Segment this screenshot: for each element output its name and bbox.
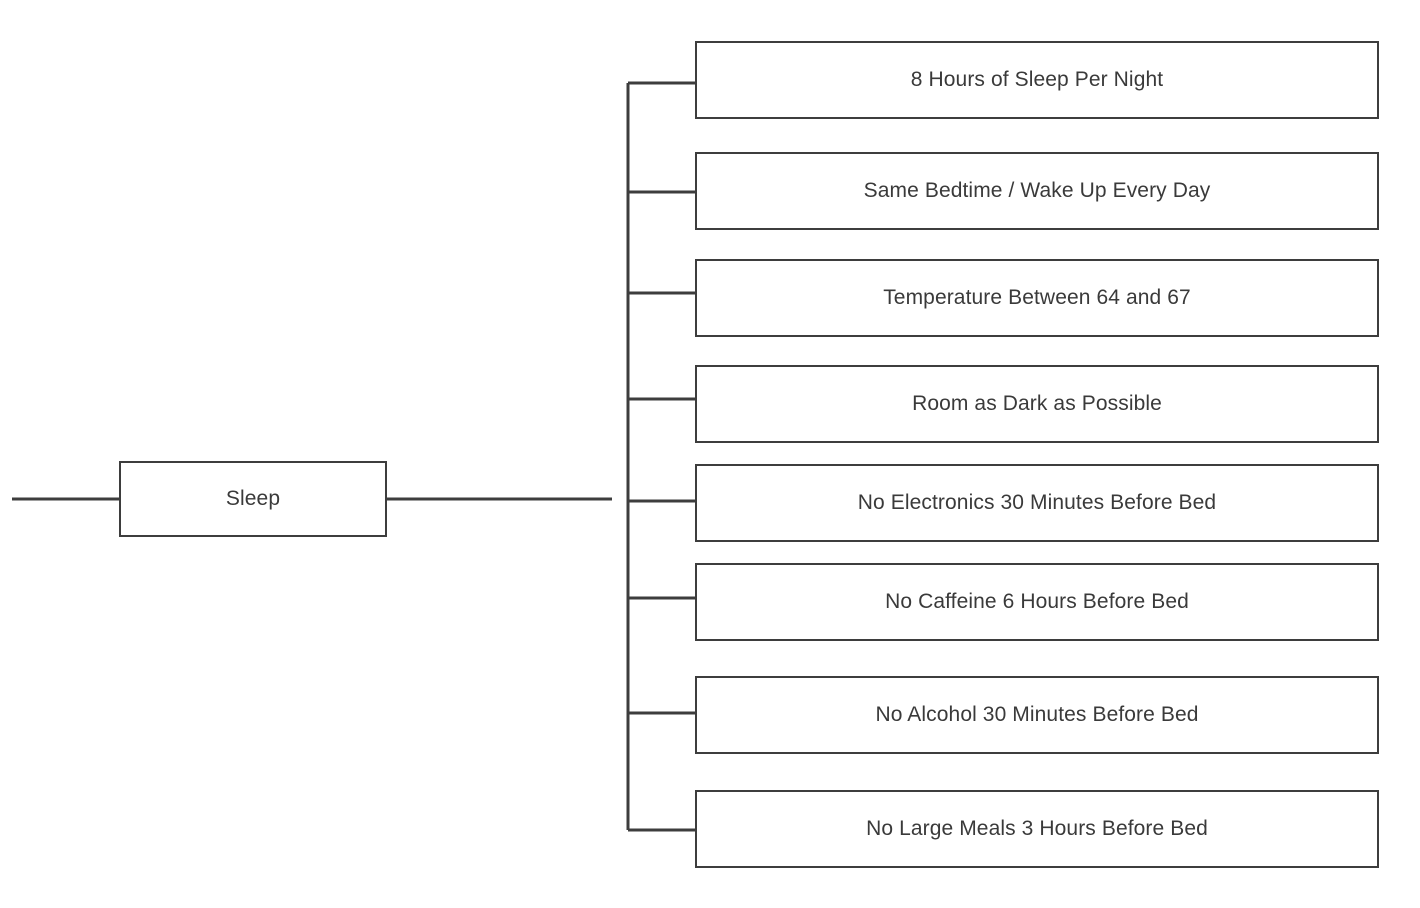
node-root-sleep[interactable]: Sleep bbox=[119, 461, 387, 537]
node-child-1-label: 8 Hours of Sleep Per Night bbox=[910, 68, 1164, 92]
node-child-7-label: No Alcohol 30 Minutes Before Bed bbox=[875, 703, 1199, 727]
node-child-6-label: No Caffeine 6 Hours Before Bed bbox=[885, 590, 1189, 614]
node-child-6[interactable]: No Caffeine 6 Hours Before Bed bbox=[695, 563, 1379, 641]
node-child-5-label: No Electronics 30 Minutes Before Bed bbox=[857, 491, 1217, 515]
node-child-2-label: Same Bedtime / Wake Up Every Day bbox=[863, 179, 1211, 203]
node-child-2[interactable]: Same Bedtime / Wake Up Every Day bbox=[695, 152, 1379, 230]
node-child-3-label: Temperature Between 64 and 67 bbox=[883, 286, 1191, 310]
node-child-8[interactable]: No Large Meals 3 Hours Before Bed bbox=[695, 790, 1379, 868]
node-root-label: Sleep bbox=[225, 487, 281, 511]
node-child-1[interactable]: 8 Hours of Sleep Per Night bbox=[695, 41, 1379, 119]
node-child-4-label: Room as Dark as Possible bbox=[912, 392, 1162, 416]
node-child-7[interactable]: No Alcohol 30 Minutes Before Bed bbox=[695, 676, 1379, 754]
node-child-5[interactable]: No Electronics 30 Minutes Before Bed bbox=[695, 464, 1379, 542]
node-child-3[interactable]: Temperature Between 64 and 67 bbox=[695, 259, 1379, 337]
node-child-4[interactable]: Room as Dark as Possible bbox=[695, 365, 1379, 443]
node-child-8-label: No Large Meals 3 Hours Before Bed bbox=[866, 817, 1208, 841]
